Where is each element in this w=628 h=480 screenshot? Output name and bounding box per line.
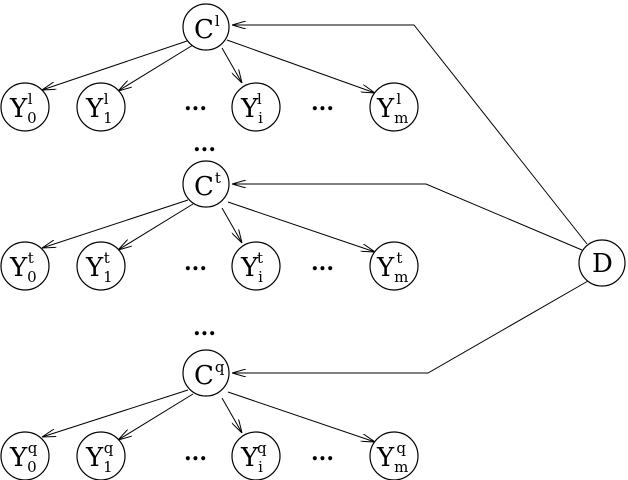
- edge-d-cl: [232, 25, 588, 245]
- edge-cq-yi: [221, 397, 242, 433]
- edges-group-t: [42, 199, 375, 252]
- node-y-l-m: Yml: [369, 82, 419, 132]
- svg-text:Yil: Yil: [240, 90, 263, 127]
- edge-cq-y1: [118, 393, 194, 440]
- edges-group-q: [42, 389, 375, 442]
- svg-text:Y1l: Y1l: [85, 90, 113, 127]
- ellipsis-q-1: ...: [184, 440, 207, 466]
- node-y-q-0: Y0q: [0, 431, 50, 480]
- node-c-t: Ct: [182, 160, 230, 208]
- edge-d-cq: [232, 280, 589, 373]
- edge-cq-ym: [227, 391, 375, 442]
- ellipsis-between-t-q: ...: [193, 315, 216, 341]
- svg-text:Y1q: Y1q: [85, 439, 114, 476]
- edge-ct-y1: [118, 203, 194, 250]
- ellipsis-q-2: ...: [311, 440, 334, 466]
- ellipsis-t-1: ...: [184, 250, 207, 276]
- svg-text:Y1t: Y1t: [85, 249, 113, 286]
- edge-cl-yi: [221, 47, 242, 83]
- node-y-q-i: Yiq: [231, 431, 281, 480]
- node-c-l: Cl: [182, 3, 230, 51]
- node-y-l-0: Y0l: [0, 82, 50, 132]
- edge-ct-ym: [227, 201, 375, 252]
- node-c-q: Cq: [182, 349, 230, 397]
- node-y-l-1: Y1l: [76, 82, 126, 132]
- node-y-q-m: Ymq: [369, 431, 419, 480]
- ellipsis-l-2: ...: [311, 90, 334, 116]
- edges-group-l: [42, 39, 375, 93]
- node-y-t-1: Y1t: [76, 241, 126, 291]
- svg-text:Yit: Yit: [240, 249, 263, 286]
- svg-text:Yiq: Yiq: [240, 439, 267, 476]
- edge-d-ct: [232, 184, 583, 251]
- ellipsis-between-l-t: ...: [193, 131, 216, 157]
- svg-text:Ymq: Ymq: [376, 439, 408, 476]
- svg-text:Ymt: Ymt: [376, 249, 408, 286]
- node-y-t-i: Yit: [231, 241, 281, 291]
- node-d: D: [578, 239, 626, 287]
- edge-cl-ym: [226, 39, 375, 93]
- svg-text:Y0q: Y0q: [9, 439, 38, 476]
- svg-text:Ct: Ct: [194, 169, 221, 202]
- svg-text:Yml: Yml: [376, 90, 408, 127]
- node-y-l-i: Yil: [231, 82, 281, 132]
- node-y-q-1: Y1q: [76, 431, 126, 480]
- edge-cl-y0: [42, 39, 191, 90]
- edge-ct-y0: [42, 199, 189, 248]
- ellipsis-t-2: ...: [311, 250, 334, 276]
- edge-ct-yi: [221, 207, 242, 243]
- edge-cl-y1: [118, 44, 194, 91]
- edge-cq-y0: [42, 389, 189, 437]
- svg-text:Cl: Cl: [194, 12, 220, 45]
- svg-text:Y0l: Y0l: [9, 90, 37, 127]
- svg-text:Cq: Cq: [194, 358, 225, 391]
- ellipsis-l-1: ...: [184, 90, 207, 116]
- node-y-t-m: Ymt: [369, 241, 419, 291]
- svg-text:Y0t: Y0t: [9, 249, 37, 286]
- edges-from-d: [232, 25, 589, 373]
- node-y-t-0: Y0t: [0, 241, 50, 291]
- svg-text:D: D: [592, 249, 613, 279]
